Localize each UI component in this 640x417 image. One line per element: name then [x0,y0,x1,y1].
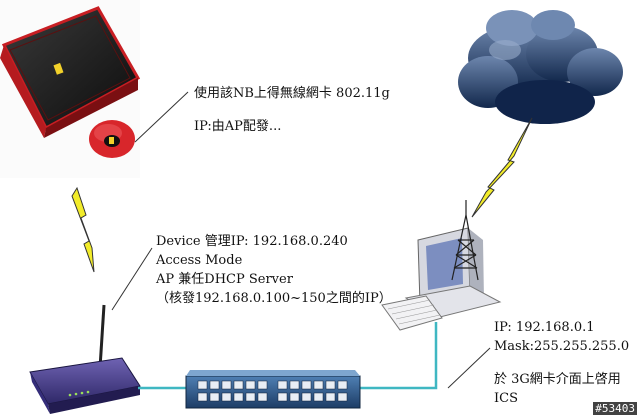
switch-port [197,380,208,390]
laptop-leader-line [134,91,189,143]
switch-port [221,392,232,402]
switch-port [337,392,348,402]
switch-port [277,392,288,402]
switch-port [337,380,348,390]
switch-port [301,392,312,402]
pc-3g-image [381,200,502,331]
switch-port [209,380,220,390]
switch-port [209,392,220,402]
laptop-note-line1: 使用該NB上得無線網卡 802.11g [194,86,390,101]
pc-leader-line [447,347,491,389]
switch-port [289,392,300,402]
lightning-bolt-laptop [71,186,95,273]
switch-port [233,392,244,402]
switch-port [301,380,312,390]
internet-cloud [458,10,623,124]
watermark: #53403 [593,402,637,415]
switch-port [197,392,208,402]
laptop-note: 使用該NB上得無線網卡 802.11g IP:由AP配發... [194,84,390,136]
switch-port [233,380,244,390]
switch-port [313,392,324,402]
switch-port [277,380,288,390]
switch-port [257,392,268,402]
pc-note-line3: 於 3G網卡介面上啓用 [494,372,621,387]
mouse-image [89,120,135,158]
ap-note: Device 管理IP: 192.168.0.240 Access Mode A… [156,232,392,308]
switch-port [325,380,336,390]
ap-note-line3: AP 兼任DHCP Server [156,272,293,287]
switch-port [245,392,256,402]
switch-port [245,380,256,390]
lightning-bolt-cloud [471,117,533,218]
switch-port [289,380,300,390]
switch-port [257,380,268,390]
network-switch-image [185,370,361,409]
ap-note-line1: Device 管理IP: 192.168.0.240 [156,234,348,249]
switch-port [221,380,232,390]
laptop-image [0,0,141,178]
ap-note-line2: Access Mode [156,253,243,268]
wireless-router-image [29,304,141,414]
pc-note-line1: IP: 192.168.0.1 [494,320,595,335]
switch-port [313,380,324,390]
pc-note-line2: Mask:255.255.255.0 [494,339,630,354]
switch-port [325,392,336,402]
pc-note-line4: ICS [494,391,518,406]
ap-leader-line [111,247,153,311]
pc-note: IP: 192.168.0.1 Mask:255.255.255.0 於 3G網… [494,318,629,408]
cable-switch-pc [360,322,438,390]
radio-tower [451,200,479,281]
ap-note-line4: （核發192.168.0.100~150之間的IP） [156,291,392,306]
laptop-note-line2: IP:由AP配發... [194,119,282,134]
